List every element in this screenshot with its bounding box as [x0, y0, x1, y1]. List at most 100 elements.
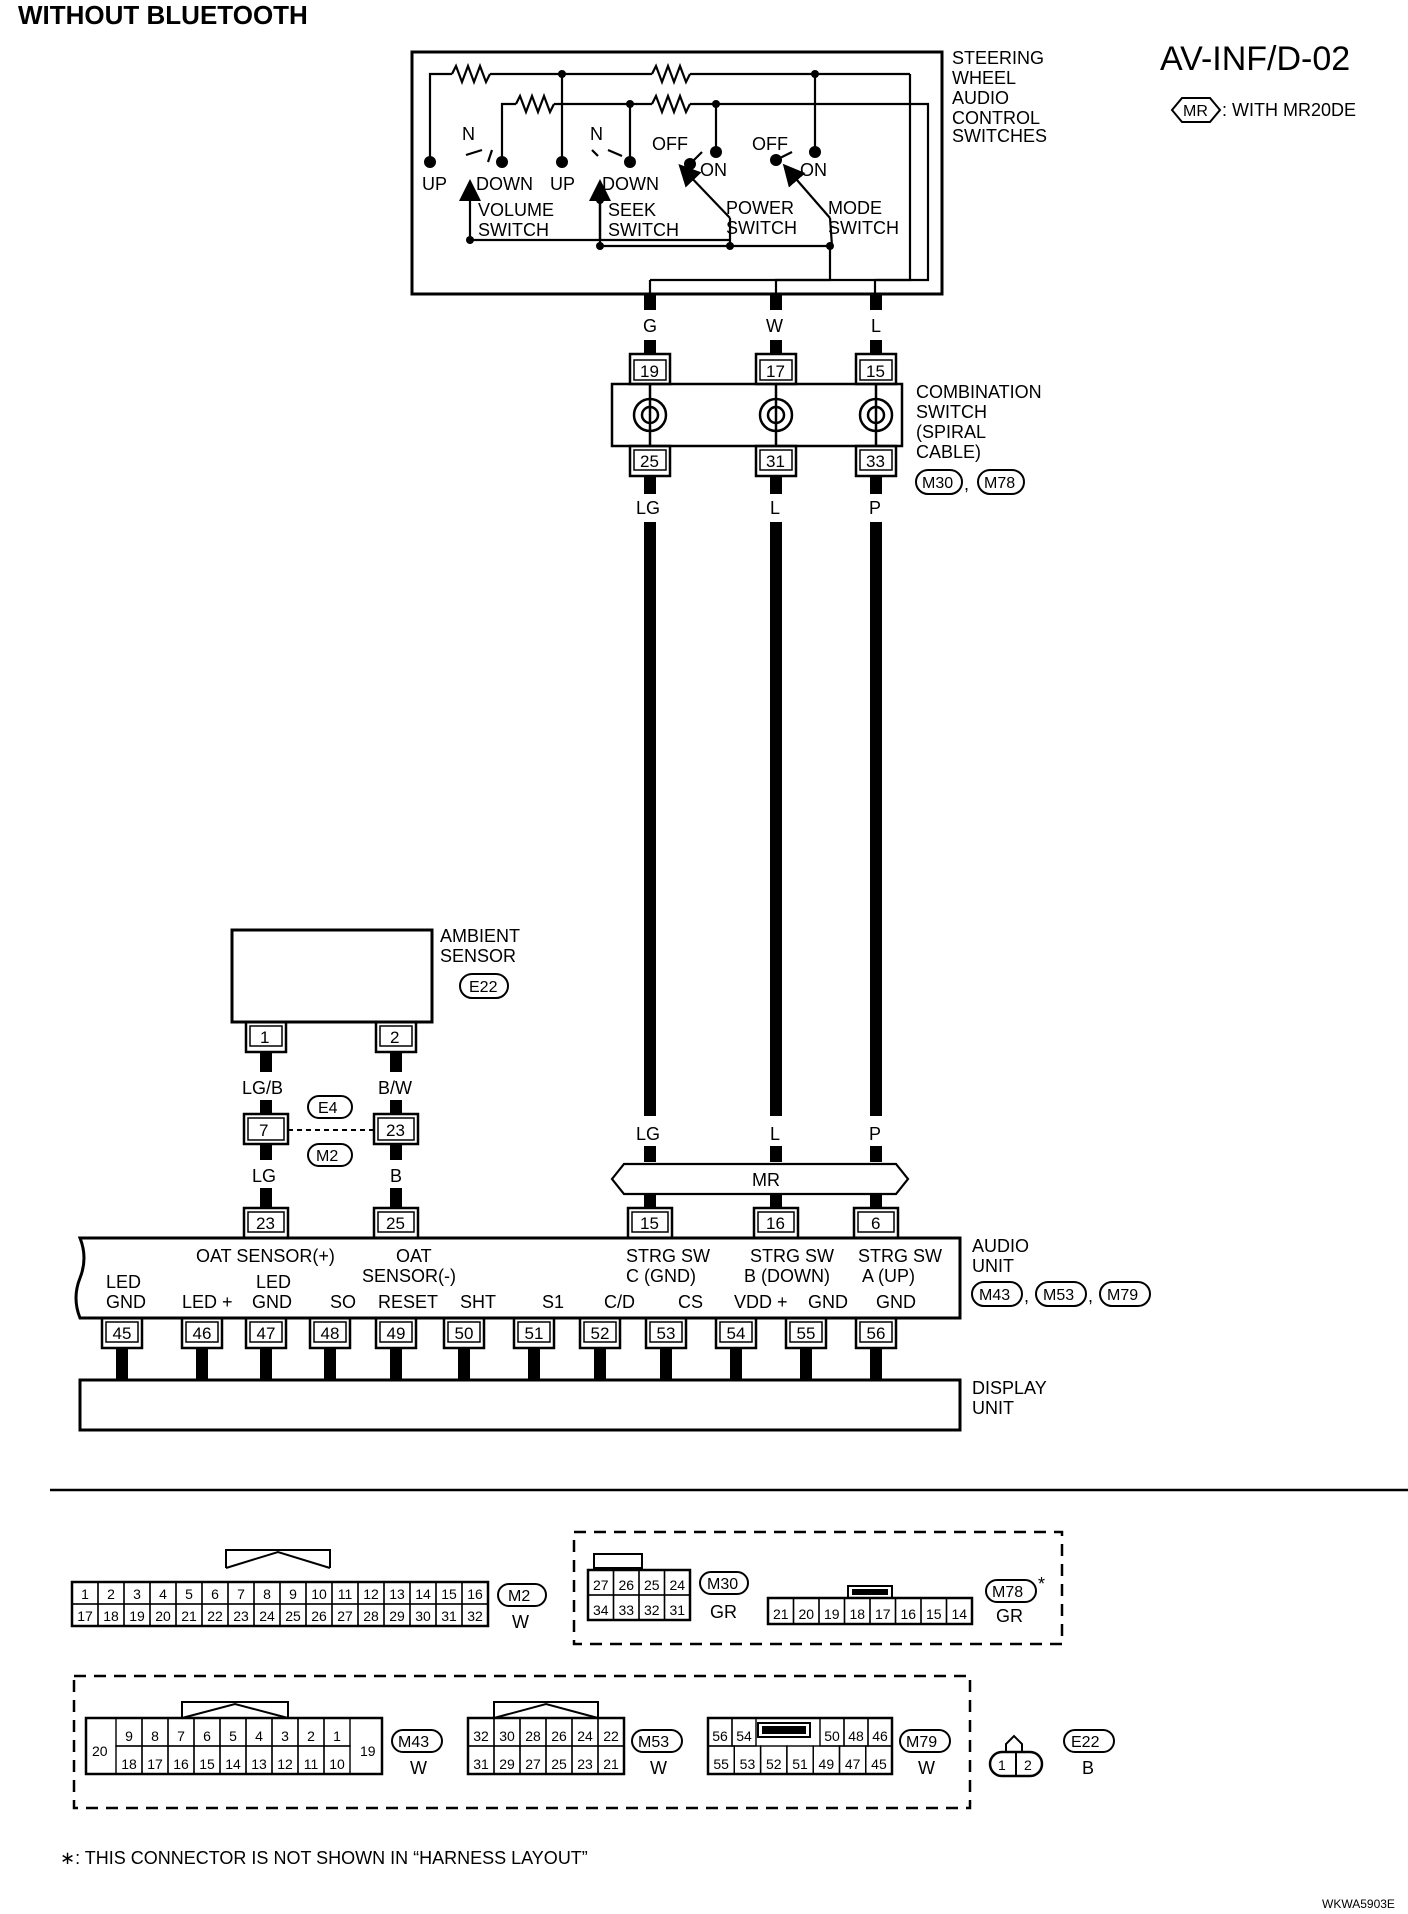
svg-text:M53: M53	[638, 1734, 669, 1751]
m2-pin-29: 29	[383, 1603, 411, 1627]
svg-text:WHEEL: WHEEL	[952, 68, 1016, 88]
svg-text:OAT: OAT	[396, 1246, 432, 1266]
m43-pin-7: 7	[167, 1717, 195, 1747]
svg-text:2: 2	[107, 1586, 115, 1602]
audio-pin-45: 45	[100, 1316, 144, 1380]
m30-pin-26: 26	[612, 1569, 640, 1596]
lower-color-l: L	[770, 1124, 780, 1144]
svg-text:27: 27	[525, 1756, 541, 1772]
m79-pin-47: 47	[838, 1745, 867, 1775]
combo-out-color-l: L	[770, 498, 780, 518]
svg-text:47: 47	[845, 1756, 861, 1772]
m78-pin-14: 14	[945, 1597, 973, 1625]
svg-text:C (GND): C (GND)	[626, 1266, 696, 1286]
spiral-cable-icon	[632, 384, 894, 446]
combo-bottom-pins: 25 31 33	[628, 444, 898, 478]
svg-text:SWITCH: SWITCH	[916, 402, 987, 422]
svg-text:55: 55	[797, 1324, 816, 1343]
svg-text:N: N	[590, 124, 603, 144]
m2-pin-24: 24	[253, 1603, 281, 1627]
svg-text:E22: E22	[1071, 1734, 1100, 1751]
wire-color-g: G	[643, 316, 657, 336]
audio-unit-connectors: M43 , M53 , M79	[971, 1281, 1151, 1307]
svg-text:25: 25	[386, 1214, 405, 1233]
svg-text:UNIT: UNIT	[972, 1256, 1014, 1276]
svg-text:5: 5	[185, 1586, 193, 1602]
svg-text:25: 25	[285, 1608, 301, 1624]
svg-text:GND: GND	[876, 1292, 916, 1312]
svg-text:16: 16	[173, 1756, 189, 1772]
svg-text:M78: M78	[992, 1584, 1023, 1601]
m79-pin-51: 51	[786, 1745, 814, 1775]
svg-text:10: 10	[329, 1756, 345, 1772]
diagram-title: WITHOUT BLUETOOTH	[18, 0, 308, 30]
m43-pin-1: 1	[323, 1717, 351, 1747]
svg-text:48: 48	[321, 1324, 340, 1343]
m2-pin-12: 12	[357, 1581, 385, 1605]
svg-text:21: 21	[773, 1606, 789, 1622]
m78-pin-21: 21	[767, 1597, 795, 1625]
audio-pin-53: 53	[644, 1316, 688, 1380]
svg-text:13: 13	[389, 1586, 405, 1602]
svg-text:45: 45	[113, 1324, 132, 1343]
m78-pin-19: 19	[818, 1597, 846, 1625]
header: WITHOUT BLUETOOTH AV-INF/D-02 MR : WITH …	[18, 0, 1356, 123]
m43-pin-6: 6	[193, 1717, 221, 1747]
combination-switch: 19 17 15 25 31 33 COMBINATIO	[610, 352, 1042, 518]
drawing-code: WKWA5903E	[1322, 1897, 1395, 1911]
svg-text:54: 54	[727, 1324, 746, 1343]
steering-output-wires: G W L	[643, 294, 882, 354]
power-switch: OFF ON POWER SWITCH	[652, 134, 797, 238]
m30-pin-24: 24	[663, 1569, 691, 1596]
svg-text:,: ,	[1088, 1286, 1093, 1306]
svg-text:22: 22	[207, 1608, 223, 1624]
m43-pin-10: 10	[323, 1745, 351, 1775]
m2-pin-6: 6	[201, 1581, 229, 1605]
diagram-code: AV-INF/D-02	[1160, 40, 1350, 78]
svg-text:M43: M43	[979, 1287, 1010, 1304]
svg-text:UP: UP	[422, 174, 447, 194]
svg-text:45: 45	[871, 1756, 887, 1772]
svg-text:56: 56	[867, 1324, 886, 1343]
audio-pin-54: 54	[714, 1316, 758, 1380]
svg-text:SWITCH: SWITCH	[478, 220, 549, 240]
svg-text:27: 27	[337, 1608, 353, 1624]
svg-text:32: 32	[644, 1602, 660, 1618]
m2-pin-1: 1	[71, 1581, 99, 1605]
audio-bottom-labels: LED GND LED + LED GND SO RESET SHT S1 C/…	[106, 1272, 916, 1312]
svg-text:53: 53	[740, 1756, 756, 1772]
audio-pin-50: 50	[442, 1316, 486, 1380]
m79-pin-54: 54	[731, 1717, 757, 1747]
m2-pin-32: 32	[461, 1603, 489, 1627]
svg-text:LED: LED	[256, 1272, 291, 1292]
m78-pin-15: 15	[920, 1597, 948, 1625]
svg-text:49: 49	[387, 1324, 406, 1343]
svg-text:17: 17	[77, 1608, 93, 1624]
m2-pin-13: 13	[383, 1581, 411, 1605]
svg-text:MR: MR	[752, 1170, 780, 1190]
svg-text:20: 20	[92, 1743, 108, 1759]
svg-text:AUDIO: AUDIO	[952, 88, 1009, 108]
svg-text:W: W	[410, 1758, 427, 1778]
svg-text:GND: GND	[106, 1292, 146, 1312]
svg-text:SWITCHES: SWITCHES	[952, 126, 1047, 146]
svg-text:SWITCH: SWITCH	[726, 218, 797, 238]
m53-pin-30: 30	[493, 1717, 521, 1747]
m78-pin-16: 16	[894, 1597, 922, 1625]
m43-pin-16: 16	[167, 1745, 195, 1775]
m53-pin-21: 21	[597, 1745, 625, 1775]
svg-text:16: 16	[900, 1606, 916, 1622]
svg-text:16: 16	[766, 1214, 785, 1233]
svg-text:CABLE): CABLE)	[916, 442, 981, 462]
svg-text:17: 17	[766, 362, 785, 381]
connector-view-e22: 1 2 E22 B	[988, 1729, 1115, 1778]
m43-pin-12: 12	[271, 1745, 299, 1775]
svg-text:34: 34	[593, 1602, 609, 1618]
svg-text:23: 23	[386, 1121, 405, 1140]
svg-text:12: 12	[277, 1756, 293, 1772]
svg-text:15: 15	[199, 1756, 215, 1772]
svg-text:6: 6	[871, 1214, 880, 1233]
m30-pin-27: 27	[587, 1569, 615, 1596]
